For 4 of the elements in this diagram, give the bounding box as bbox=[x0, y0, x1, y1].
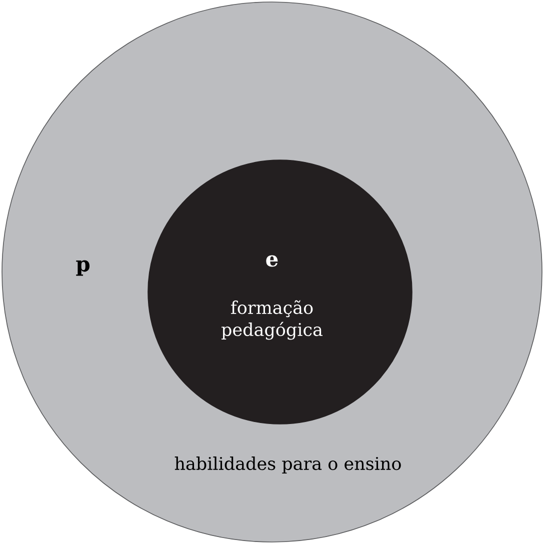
letter-label: p bbox=[76, 260, 90, 276]
region-label: formação pedagógica bbox=[222, 300, 322, 340]
letter-label: e bbox=[266, 255, 278, 267]
region-label: habilidades para o ensino bbox=[174, 456, 401, 474]
